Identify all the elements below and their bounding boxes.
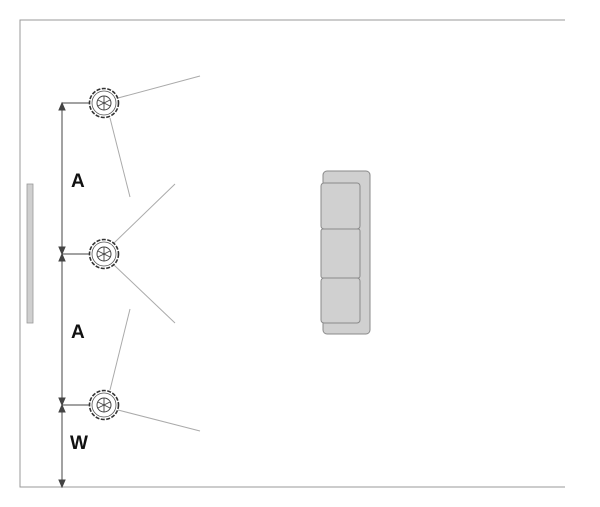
dimension-lines bbox=[58, 101, 92, 489]
dimension-label-a-top: A bbox=[71, 171, 85, 192]
dispersion-lines bbox=[109, 75, 201, 432]
ceiling-speaker-icon bbox=[88, 87, 120, 119]
ceiling-speaker-icon bbox=[88, 238, 120, 270]
dimension-label-a-middle: A bbox=[71, 322, 85, 343]
tv bbox=[26, 183, 34, 324]
dimension-label-w: W bbox=[70, 433, 88, 454]
ceiling-speaker-icon bbox=[88, 389, 120, 421]
room-outline bbox=[19, 19, 565, 488]
sofa bbox=[320, 170, 371, 335]
